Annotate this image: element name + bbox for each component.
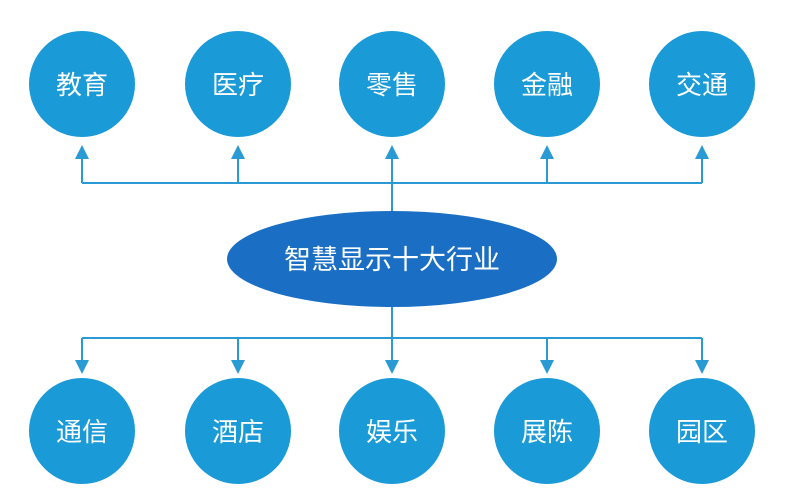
- node-label: 酒店: [212, 418, 264, 448]
- node-entertainment: 娱乐: [339, 378, 445, 484]
- bottom-connectors: [75, 300, 709, 374]
- center-ellipse: [227, 211, 557, 307]
- node-circle: [649, 31, 755, 137]
- node-telecom: 通信: [29, 378, 135, 484]
- node-circle: [339, 31, 445, 137]
- node-label: 娱乐: [366, 418, 418, 448]
- node-circle: [185, 31, 291, 137]
- top-nodes: 教育 医疗 零售 金融 交通: [29, 31, 755, 137]
- node-label: 金融: [521, 71, 573, 101]
- node-label: 零售: [366, 71, 418, 101]
- node-finance: 金融: [494, 31, 600, 137]
- node-circle: [649, 378, 755, 484]
- center-label: 智慧显示十大行业: [284, 245, 500, 276]
- node-label: 医疗: [212, 71, 264, 101]
- node-circle: [339, 378, 445, 484]
- node-circle: [185, 378, 291, 484]
- node-circle: [29, 378, 135, 484]
- node-transport: 交通: [649, 31, 755, 137]
- node-label: 通信: [56, 418, 108, 448]
- node-education: 教育: [29, 31, 135, 137]
- node-label: 展陈: [521, 418, 573, 448]
- node-label: 交通: [676, 71, 728, 101]
- node-circle: [494, 31, 600, 137]
- node-hotel: 酒店: [185, 378, 291, 484]
- node-label: 教育: [56, 71, 108, 101]
- top-connectors: [75, 145, 709, 220]
- node-exhibition: 展陈: [494, 378, 600, 484]
- node-circle: [494, 378, 600, 484]
- node-park: 园区: [649, 378, 755, 484]
- center-node: 智慧显示十大行业: [227, 211, 557, 307]
- node-retail: 零售: [339, 31, 445, 137]
- bottom-nodes: 通信 酒店 娱乐 展陈 园区: [29, 378, 755, 484]
- node-label: 园区: [676, 418, 728, 448]
- node-healthcare: 医疗: [185, 31, 291, 137]
- node-circle: [29, 31, 135, 137]
